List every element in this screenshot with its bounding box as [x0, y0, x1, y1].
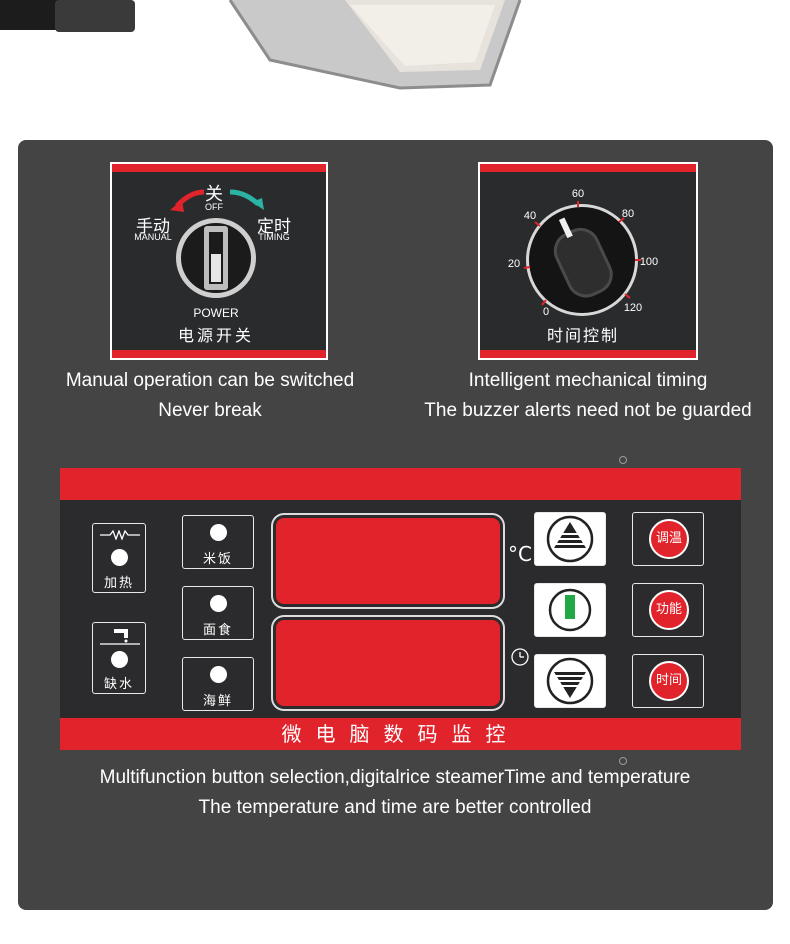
time-button[interactable]: 时间 [649, 661, 689, 701]
screw-top-icon [619, 456, 627, 464]
power-label-en: POWER [193, 306, 239, 320]
water-shortage-indicator: 缺水 [92, 622, 146, 694]
dial-tick-20: 20 [507, 258, 521, 270]
temp-adjust-button[interactable]: 调温 [649, 519, 689, 559]
power-icon [548, 588, 591, 631]
function-key[interactable]: 功能 [632, 583, 704, 637]
function-button[interactable]: 功能 [649, 590, 689, 630]
power-button[interactable] [534, 583, 606, 637]
mode-noodle-label: 面食 [202, 623, 233, 638]
temp-adjust-key[interactable]: 调温 [632, 512, 704, 566]
dial-tick-80: 80 [621, 208, 635, 220]
decrease-button[interactable] [534, 654, 606, 708]
temperature-display [276, 518, 500, 604]
caption-right-line2: The buzzer alerts need not be guarded [424, 400, 752, 421]
water-indicator-led [110, 651, 128, 668]
celsius-unit: °C [508, 542, 532, 566]
mode-rice-label: 米饭 [202, 552, 233, 567]
dial-tick-0: 0 [542, 306, 550, 318]
manual-label-cn: 手动 [136, 217, 170, 237]
caption-bottom-line1: Multifunction button selection,digitalri… [99, 767, 691, 788]
water-shortage-label: 缺水 [103, 677, 134, 692]
caption-right-line1: Intelligent mechanical timing [468, 370, 708, 391]
dial-tick-40: 40 [523, 210, 537, 222]
increase-button[interactable] [534, 512, 606, 566]
dial-tick-60: 60 [571, 188, 585, 200]
triangle-down-icon [546, 657, 593, 704]
heating-indicator: 加热 [92, 523, 146, 593]
mode-seafood-led [209, 666, 227, 683]
heating-label: 加热 [103, 576, 134, 591]
clock-icon [511, 648, 529, 666]
off-label-en: OFF [205, 202, 223, 212]
timer-label-cn: 时间控制 [546, 326, 619, 345]
manual-label-en: MANUAL [134, 232, 172, 242]
caption-left-line2: Never break [158, 400, 262, 421]
caption-left-line1: Manual operation can be switched [65, 370, 355, 391]
caption-bottom-line2: The temperature and time are better cont… [198, 797, 592, 818]
dial-tick-100: 100 [639, 256, 659, 268]
screw-bottom-icon [619, 757, 627, 765]
mode-rice-led [209, 524, 227, 541]
time-key[interactable]: 时间 [632, 654, 704, 708]
power-switch-image: 关 OFF 手动 MANUAL 定时 TIMING POWER 电源开关 [110, 162, 328, 360]
timer-knob-icon [523, 201, 641, 316]
power-label-cn: 电源开关 [177, 326, 254, 345]
off-label-cn: 关 [205, 184, 223, 205]
board-title: 微电脑数码监控 [60, 718, 741, 750]
heating-indicator-led [110, 549, 128, 566]
dial-tick-120: 120 [623, 302, 643, 314]
mode-seafood-label: 海鲜 [202, 694, 233, 709]
timing-label-en: TIMING [258, 232, 290, 242]
control-board: 加热 缺水 米饭 面食 海鲜 °C [60, 468, 741, 750]
triangle-up-icon [546, 515, 593, 562]
board-top-stripe [60, 468, 741, 500]
faucet-icon [100, 629, 140, 645]
timer-dial-image: 0 20 40 60 80 100 120 时间控制 [478, 162, 698, 360]
rotary-switch-icon [170, 189, 264, 298]
mode-noodle-button[interactable]: 面食 [182, 586, 254, 640]
time-display [276, 620, 500, 706]
heating-element-icon [100, 530, 140, 540]
mode-noodle-led [209, 595, 227, 612]
product-photo-fragment [0, 0, 790, 110]
mode-seafood-button[interactable]: 海鲜 [182, 657, 254, 711]
mode-rice-button[interactable]: 米饭 [182, 515, 254, 569]
timing-label-cn: 定时 [257, 217, 291, 237]
